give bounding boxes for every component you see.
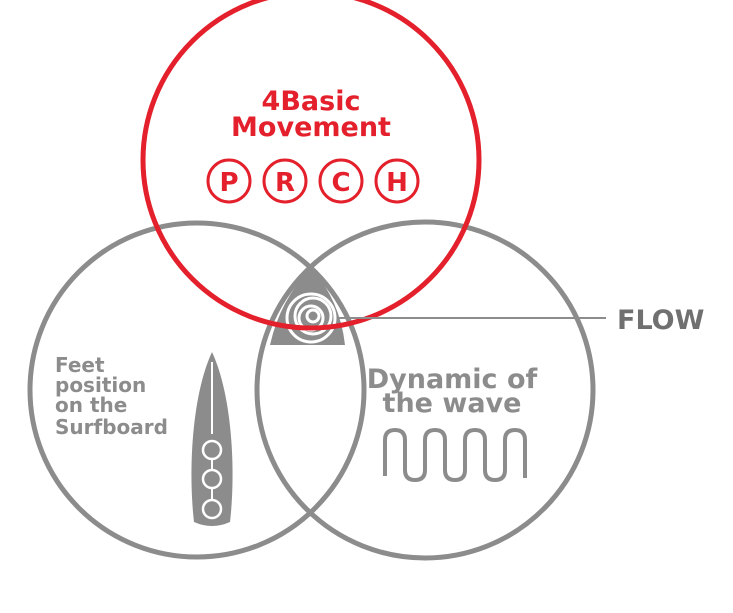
right-line-2: the wave [383,388,522,419]
letter-p: P [219,168,238,198]
surfboard-icon [191,352,233,526]
wave-icon [383,427,527,483]
letter-badge-p: P [206,158,252,204]
letter-badge-h: H [374,158,420,204]
letter-r: R [275,168,295,198]
left-line-4: Surfboard [55,415,168,439]
letter-h: H [386,168,408,198]
letter-c: C [331,168,350,198]
left-circle [27,220,367,560]
left-line-1: Feet [55,353,105,377]
left-line-2: position [55,373,146,397]
right-circle [254,219,596,561]
top-title-line2: Movement [231,112,391,143]
flow-label: FLOW [617,305,704,336]
left-line-3: on the [55,393,127,417]
top-title-line1: 4Basic [262,86,361,117]
right-line-1: Dynamic of [367,364,538,395]
spiral-icon [285,292,337,344]
top-circle [140,0,482,331]
letter-badge-r: R [262,158,308,204]
letter-badge-c: C [318,158,364,204]
